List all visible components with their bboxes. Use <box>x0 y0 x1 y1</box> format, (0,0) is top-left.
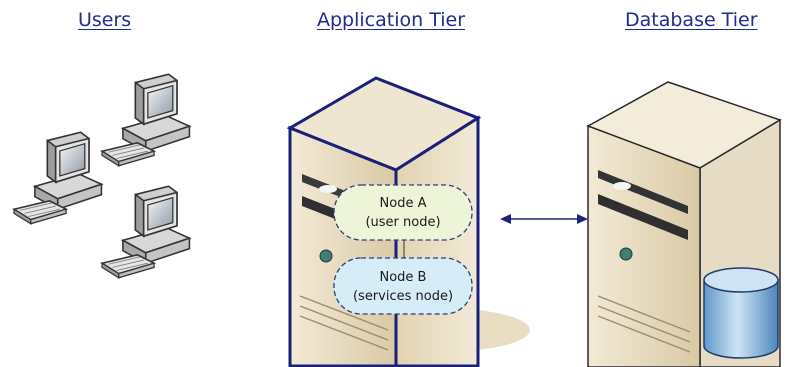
node-a-title: Node A <box>380 196 427 211</box>
node-b-title: Node B <box>380 270 427 285</box>
desktop-computer-icon <box>13 131 103 225</box>
node-b-subtitle: (services node) <box>353 289 453 304</box>
node-a-subtitle: (user node) <box>365 215 440 230</box>
application-tier-heading: Application Tier <box>317 9 466 31</box>
database-cylinder-icon <box>703 267 779 359</box>
desktop-computer-icon <box>101 73 191 167</box>
desktop-computer-icon <box>101 185 191 279</box>
database-tier-heading: Database Tier <box>625 9 758 31</box>
node-a: Node A (user node) <box>333 184 473 241</box>
bidirectional-arrow <box>500 214 588 224</box>
users-heading: Users <box>78 9 132 31</box>
node-b: Node B (services node) <box>333 257 473 315</box>
